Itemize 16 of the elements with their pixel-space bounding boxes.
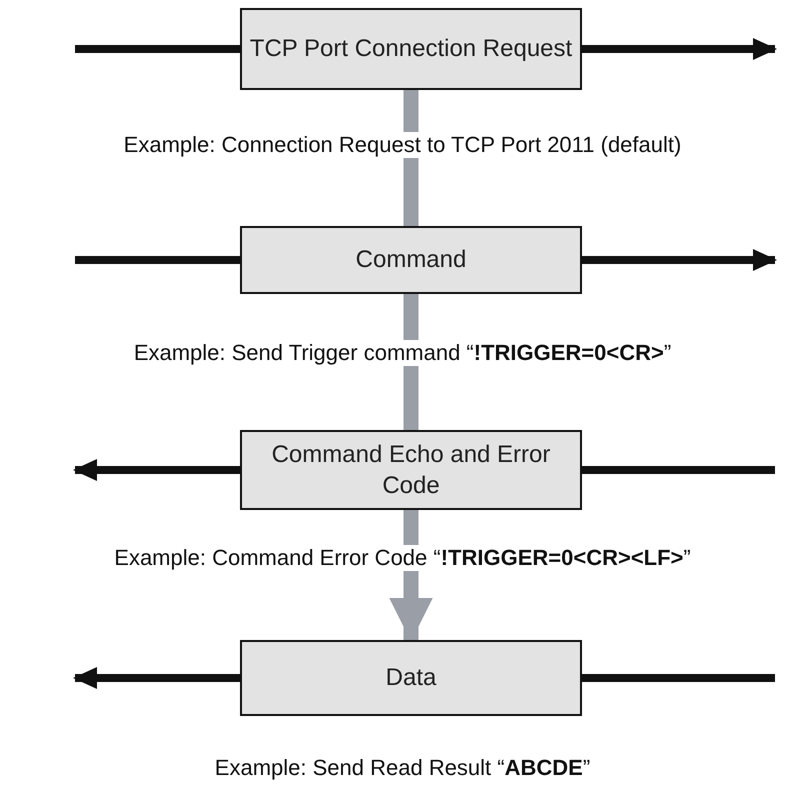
process-box xyxy=(240,640,582,716)
step-label: TCP Port Connection Request xyxy=(250,34,572,64)
process-box xyxy=(240,226,582,294)
example-caption: Example: Command Error Code “!TRIGGER=0<CR><LF>” xyxy=(114,545,691,571)
arrow xyxy=(73,667,240,689)
flow-arrow xyxy=(389,510,433,642)
arrow xyxy=(582,249,777,271)
step-label: Command xyxy=(356,245,466,276)
step-label: Data xyxy=(386,663,436,694)
arrow xyxy=(582,38,777,60)
arrow xyxy=(73,459,240,481)
process-box xyxy=(240,430,582,510)
step-label: Command Echo and Error Code xyxy=(270,440,552,501)
example-caption: Example: Send Trigger command “!TRIGGER=0<CR>” xyxy=(134,340,672,366)
example-caption: Example: Connection Request to TCP Port 2011 (default) xyxy=(124,132,682,158)
process-box xyxy=(240,8,582,90)
